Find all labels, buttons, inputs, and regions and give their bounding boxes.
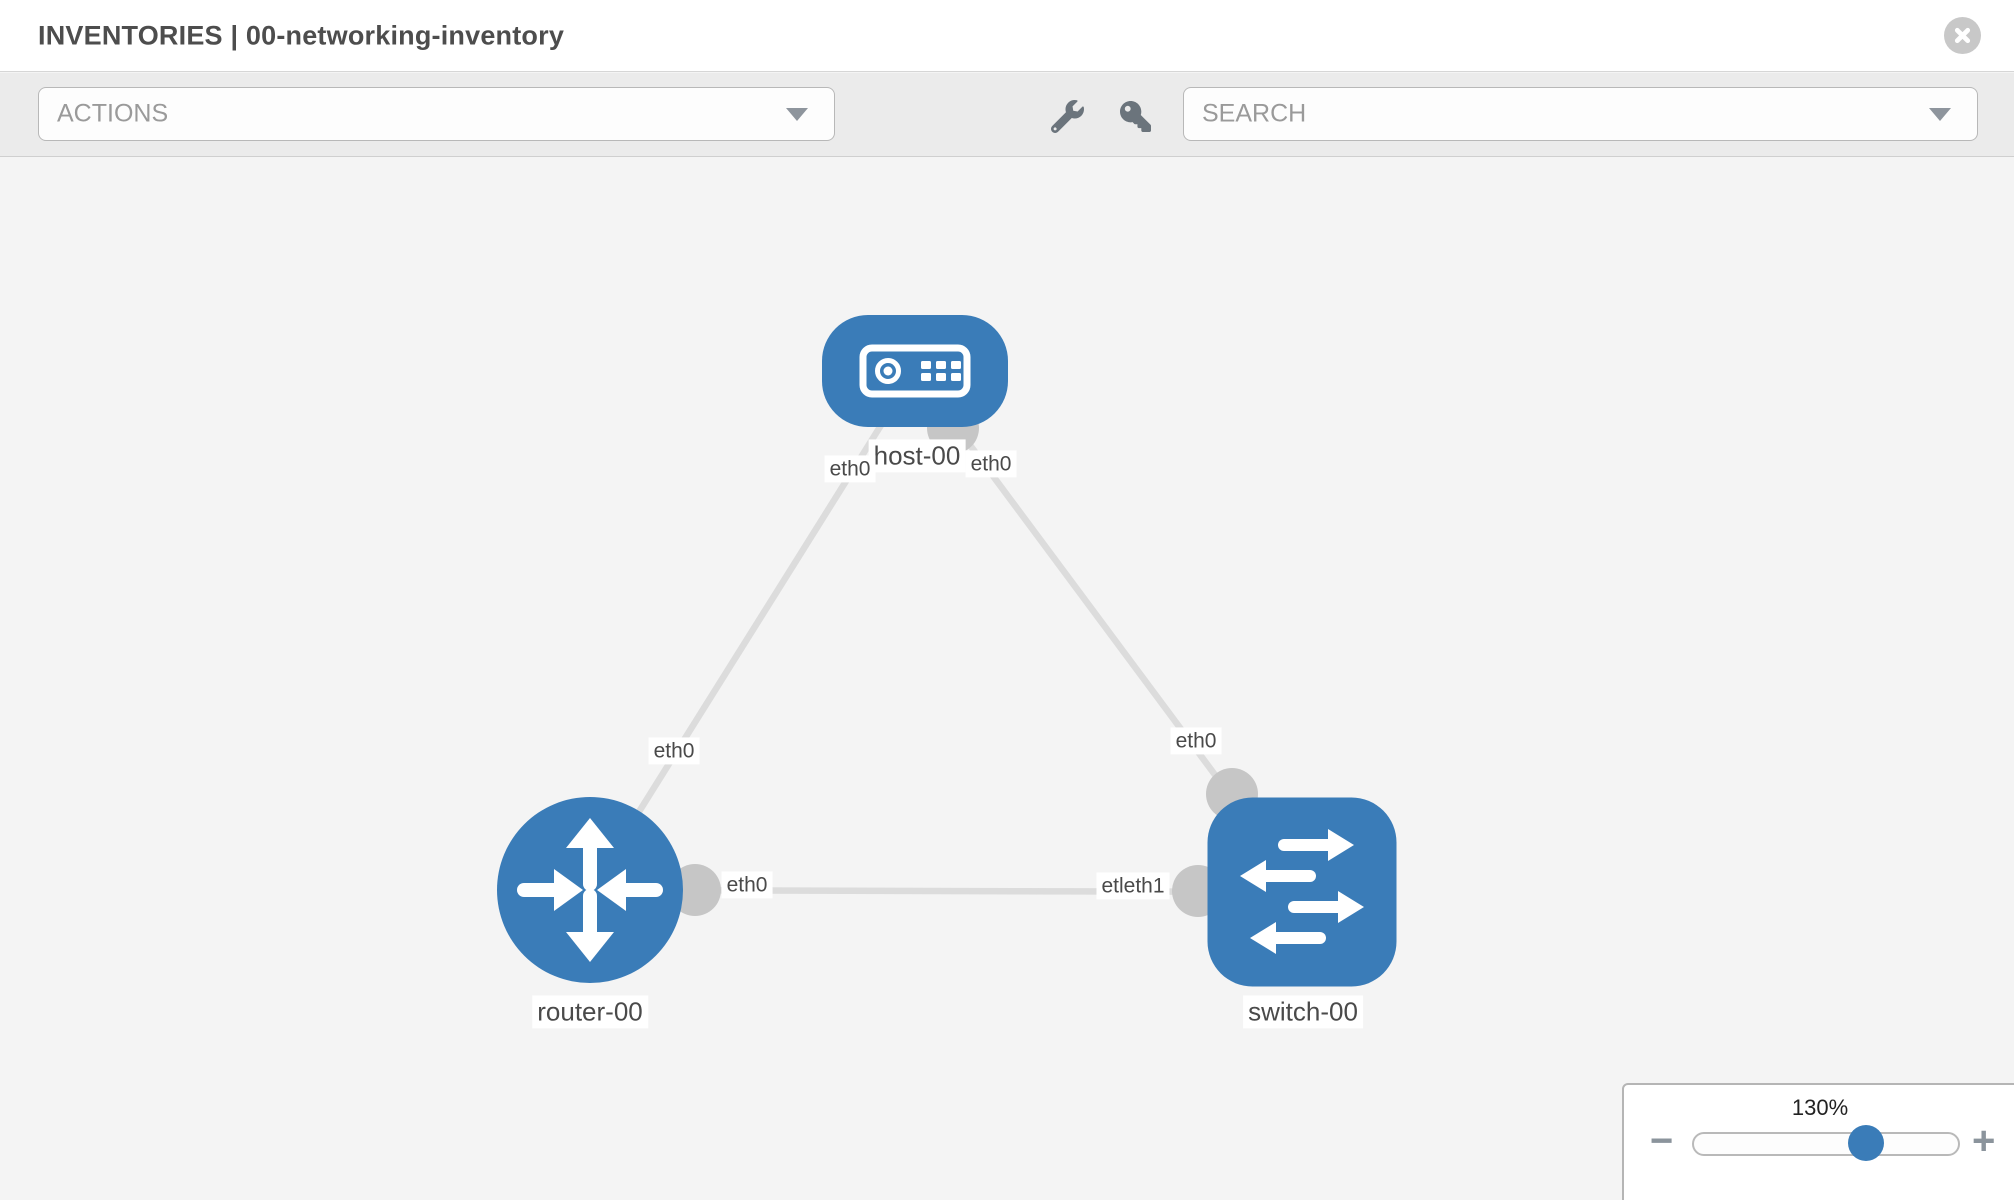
interface-label-switch-left: etleth1 (1096, 872, 1170, 900)
credentials-button[interactable] (1116, 97, 1154, 135)
zoom-level: 130% (1791, 1095, 1849, 1120)
close-icon (1953, 26, 1972, 45)
zoom-in-button[interactable]: + (1972, 1119, 1996, 1163)
node-label-host-00: host-00 (868, 439, 966, 473)
node-label-router-00: router-00 (532, 995, 648, 1029)
interface-label-switch-top: eth0 (1170, 727, 1222, 755)
interface-label-host-right: eth0 (965, 450, 1017, 478)
node-router-00[interactable] (497, 797, 683, 983)
node-host-00[interactable] (822, 315, 1008, 427)
zoom-panel: 130% − + (1622, 1083, 2014, 1200)
router-icon (517, 818, 663, 962)
chevron-down-icon (786, 108, 808, 121)
chevron-down-icon (1929, 108, 1951, 121)
node-label-switch-00: switch-00 (1243, 995, 1363, 1029)
page-title: INVENTORIES | 00-networking-inventory (38, 20, 565, 50)
search-dropdown[interactable]: SEARCH (1183, 87, 1978, 141)
interface-label-host-left: eth0 (824, 455, 876, 483)
page-header: INVENTORIES | 00-networking-inventory (0, 0, 2014, 72)
actions-dropdown[interactable]: ACTIONS (38, 87, 835, 141)
actions-dropdown-label: ACTIONS (57, 99, 169, 128)
topology-canvas[interactable]: host-00 router-00 switch-00 eth0 eth0 et… (0, 158, 2014, 1200)
interface-label-router-top: eth0 (648, 737, 700, 765)
key-icon (1119, 100, 1151, 132)
wrench-icon (1050, 99, 1084, 133)
tools-button[interactable] (1048, 97, 1086, 135)
interface-label-router-right: eth0 (721, 871, 773, 899)
toolbar: ACTIONS SEARCH (0, 73, 2014, 157)
zoom-out-button[interactable]: − (1650, 1119, 1674, 1163)
host-icon (859, 344, 971, 398)
zoom-slider-thumb[interactable] (1848, 1125, 1884, 1161)
switch-icon (1240, 829, 1364, 954)
close-button[interactable] (1944, 17, 1981, 54)
node-switch-00[interactable] (1207, 797, 1397, 987)
search-dropdown-label: SEARCH (1202, 99, 1307, 128)
zoom-slider-track[interactable] (1692, 1125, 1960, 1161)
